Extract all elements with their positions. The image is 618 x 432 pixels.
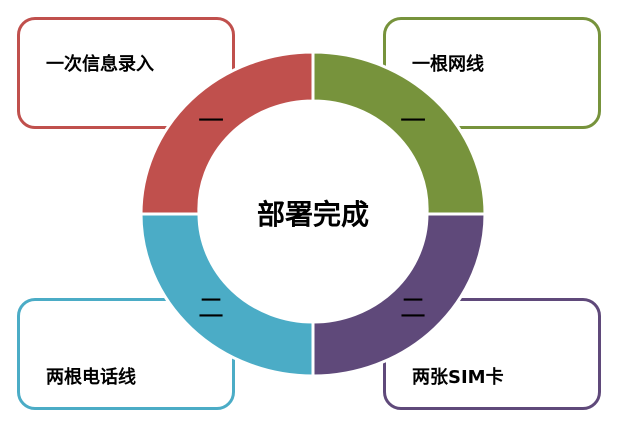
card-phone-lines: 两根电话线 [17,298,235,410]
card-label: 两张SIM卡 [412,367,504,388]
segment-top-left [139,50,315,216]
segment-bottom-left [139,212,315,378]
step-label-bottom-left: 二 [198,294,224,324]
card-label: 两根电话线 [46,367,136,388]
step-label-top-right: 一 [400,107,426,137]
center-label: 部署完成 [257,198,369,231]
card-label: 一根网线 [412,54,484,75]
step-label-top-left: 一 [198,107,224,137]
step-label-bottom-right: 二 [400,294,426,324]
segment-bottom-right [311,212,487,378]
card-information-entry: 一次信息录入 [17,17,235,129]
card-label: 一次信息录入 [46,54,154,75]
